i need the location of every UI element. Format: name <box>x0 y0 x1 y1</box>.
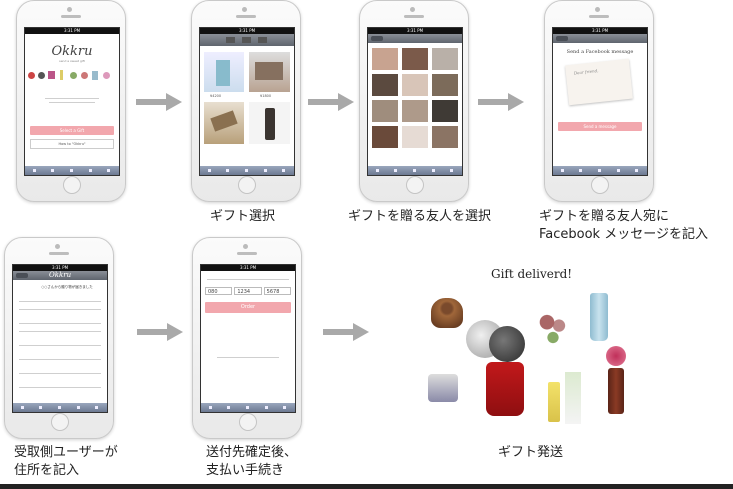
oil-bottle-image <box>608 368 624 414</box>
send-message-button[interactable]: Send a message <box>558 122 642 131</box>
order-button[interactable]: Order <box>205 302 291 313</box>
nav-bar <box>200 34 294 46</box>
flow-arrow-2 <box>308 96 356 108</box>
flow-arrow-3 <box>478 96 526 108</box>
phone-gift-select: 3:31 PM ¥4200 ¥1800 <box>191 0 301 202</box>
step-caption-gift-select: ギフト選択 <box>210 208 275 226</box>
message-title: Send a Facebook message <box>553 49 647 55</box>
flow-arrow-1 <box>136 96 184 108</box>
screen-message: 3:31 PM Send a Facebook message Dear fri… <box>552 27 648 176</box>
home-button <box>406 176 424 194</box>
phone-top-page: 3:31 PM Okkru send a sweet gift Select a… <box>16 0 126 202</box>
camera-icon <box>243 244 248 249</box>
gift-thumb-soap[interactable] <box>249 102 290 144</box>
price-label: ¥4200 <box>210 94 221 98</box>
back-button[interactable] <box>556 36 568 41</box>
step-caption-shipping: ギフト発送 <box>498 444 563 462</box>
browser-toolbar <box>25 166 119 175</box>
home-button <box>239 413 257 431</box>
nav-bar <box>368 34 462 43</box>
step-caption-friend-select: ギフトを贈る友人を選択 <box>348 208 491 226</box>
step-caption-payment: 送付先確定後、支払い手続き <box>206 444 297 480</box>
address-heading: ○○さんから贈り物が届きました <box>13 285 107 290</box>
how-to-button[interactable]: How to "Okkru" <box>30 139 114 149</box>
speaker-grille <box>589 15 609 18</box>
tagline: send a sweet gift <box>25 59 119 63</box>
bundt-cake-image <box>431 298 463 328</box>
glass-bottle-image <box>590 293 608 341</box>
home-button <box>591 176 609 194</box>
speaker-grille <box>49 252 69 255</box>
delivered-title: Gift deliverd! <box>491 267 572 281</box>
tin-can-image <box>428 374 458 402</box>
flow-arrow-4 <box>137 326 185 338</box>
browser-toolbar <box>368 166 462 175</box>
nav-bar: Okkru <box>13 271 107 280</box>
friend-grid[interactable] <box>372 48 458 148</box>
browser-toolbar <box>13 403 107 412</box>
camera-icon <box>242 7 247 12</box>
flower-image <box>606 346 626 366</box>
phone-number-fields[interactable]: 080 1234 5678 <box>205 287 291 295</box>
screen-top-page: 3:31 PM Okkru send a sweet gift Select a… <box>24 27 120 176</box>
price-label: ¥1800 <box>260 94 271 98</box>
gift-thumb-kitchen[interactable] <box>204 102 244 144</box>
home-button <box>51 413 69 431</box>
browser-toolbar <box>200 166 294 175</box>
perfume-box-image <box>565 372 581 424</box>
gift-icons-row <box>25 69 119 83</box>
logo: Okkru <box>49 271 71 279</box>
round-container-image <box>489 326 525 362</box>
phone-address: 3:31 PM Okkru ○○さんから贈り物が届きました <box>4 237 114 439</box>
step-caption-address: 受取側ユーザーが住所を記入 <box>14 444 118 480</box>
gift-thumb-bottles[interactable] <box>204 52 244 92</box>
gift-thumb-box[interactable] <box>249 52 290 92</box>
camera-icon <box>595 7 600 12</box>
browser-toolbar <box>201 403 295 412</box>
screen-payment: 3:31 PM 080 1234 5678 Order <box>200 264 296 413</box>
status-bar: 3:31 PM <box>201 265 295 271</box>
jam-jar-image <box>486 362 524 416</box>
screen-gift-select: 3:31 PM ¥4200 ¥1800 <box>199 27 295 176</box>
camera-icon <box>410 7 415 12</box>
camera-icon <box>55 244 60 249</box>
phone-payment: 3:31 PM 080 1234 5678 Order <box>192 237 302 439</box>
perfume-bottle-image <box>548 382 560 422</box>
logo: Okkru <box>25 44 119 59</box>
camera-icon <box>67 7 72 12</box>
back-button[interactable] <box>16 273 28 278</box>
speaker-grille <box>404 15 424 18</box>
screen-address: 3:31 PM Okkru ○○さんから贈り物が届きました <box>12 264 108 413</box>
speaker-grille <box>237 252 257 255</box>
browser-toolbar <box>553 166 647 175</box>
message-card: Dear friend, <box>565 59 633 105</box>
select-gift-button[interactable]: Select a Gift <box>30 126 114 135</box>
phone-message: 3:31 PM Send a Facebook message Dear fri… <box>544 0 654 202</box>
home-button <box>238 176 256 194</box>
speaker-grille <box>61 15 81 18</box>
status-bar: 3:31 PM <box>25 28 119 34</box>
phone-friend-select: 3:31 PM <box>359 0 469 202</box>
bottom-border <box>0 484 733 489</box>
nav-bar <box>553 34 647 43</box>
back-button[interactable] <box>371 36 383 41</box>
flow-arrow-5 <box>323 326 371 338</box>
flower-candy-image <box>538 312 568 346</box>
speaker-grille <box>236 15 256 18</box>
home-button <box>63 176 81 194</box>
screen-friend-select: 3:31 PM <box>367 27 463 176</box>
